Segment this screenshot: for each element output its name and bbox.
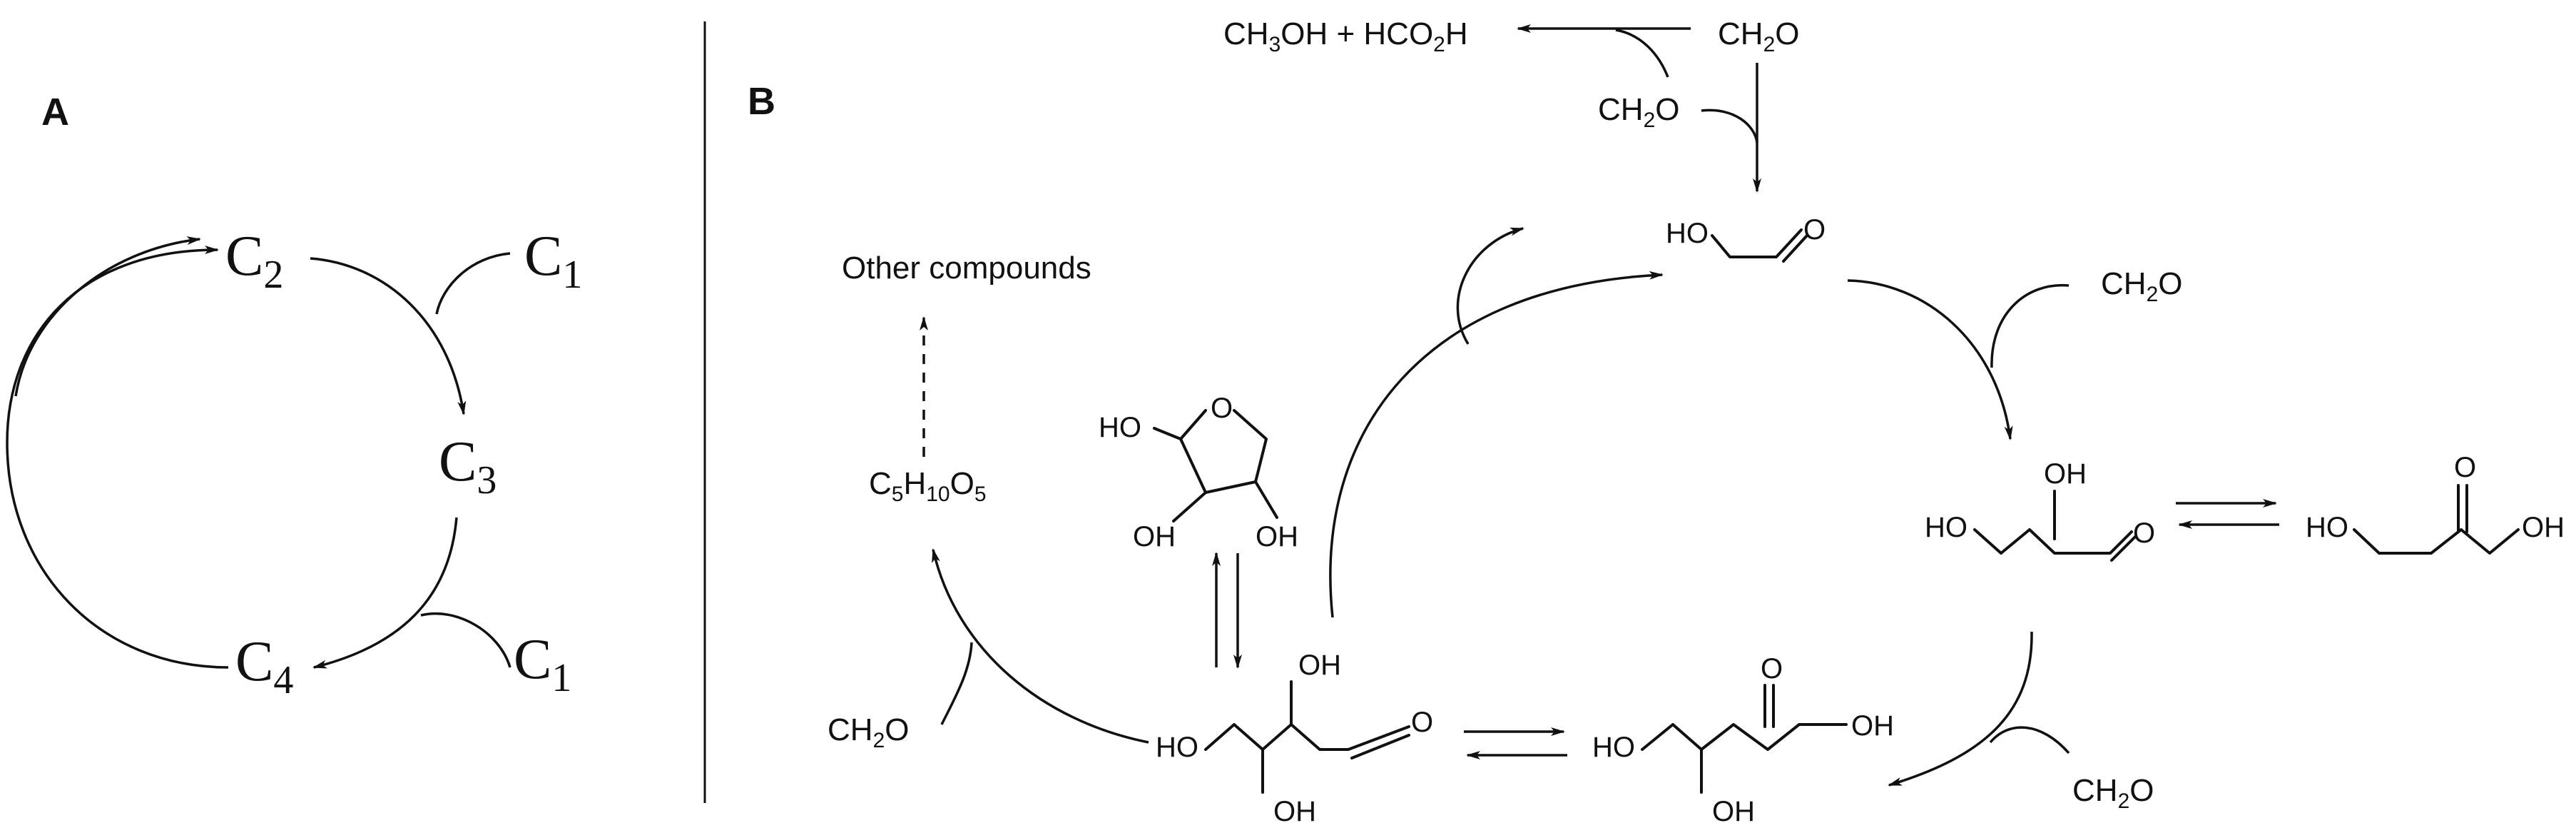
- svg-text:O: O: [2133, 518, 2155, 549]
- formaldehyde-bottom-left: CH2O: [828, 712, 909, 752]
- arrow-aldol-to-glyceraldehyde: [1847, 279, 2013, 440]
- dihydroxyacetone-structure: HO O OH: [2306, 452, 2565, 555]
- arrow-aldol-join: [1990, 283, 2070, 368]
- c1-bottom-node: C1: [514, 628, 571, 700]
- arrow-to-pentose-join: [940, 642, 973, 725]
- arrow-c1-bottom-join: [420, 612, 511, 668]
- other-compounds-label: Other compounds: [842, 251, 1091, 286]
- svg-text:HO: HO: [1156, 732, 1198, 763]
- svg-text:OH: OH: [1133, 521, 1176, 552]
- svg-text:O: O: [1803, 214, 1826, 246]
- formaldehyde-cannizzaro: CH2O: [1598, 92, 1679, 132]
- svg-text:OH: OH: [1712, 796, 1755, 827]
- panel-a-label: A: [41, 91, 69, 133]
- arrow-c1-top-join: [435, 252, 511, 315]
- pentose-formula: C5H10O5: [869, 466, 987, 506]
- svg-text:HO: HO: [1592, 732, 1635, 763]
- formaldehyde-bottom-right: CH2O: [2072, 773, 2154, 813]
- arrow-c2-to-c3: [310, 257, 467, 415]
- svg-text:OH: OH: [1256, 521, 1298, 552]
- svg-text:HO: HO: [1099, 412, 1141, 443]
- svg-text:OH: OH: [2522, 512, 2565, 543]
- formaldehyde-top: CH2O: [1718, 16, 1799, 56]
- arrow-cannizzaro-join: [1615, 29, 1669, 78]
- svg-text:HO: HO: [1925, 512, 1967, 543]
- c4-node: C4: [235, 630, 293, 702]
- arrow-c3-to-c4: [312, 517, 458, 669]
- cannizzaro-products: CH3OH + HCO2H: [1223, 16, 1468, 56]
- arrow-to-pentose: [932, 548, 1149, 744]
- svg-text:O: O: [1211, 393, 1233, 424]
- arrow-c4-to-c2-inner: [14, 236, 201, 397]
- svg-text:HO: HO: [1666, 218, 1709, 249]
- svg-text:OH: OH: [1298, 650, 1341, 681]
- furanose-structure: HO O OH OH: [1099, 393, 1298, 552]
- arrow-retro-aldol-split: [1456, 227, 1524, 345]
- arrow-ch2o-dimerization-join: [1701, 108, 1758, 143]
- svg-text:OH: OH: [1851, 710, 1894, 742]
- erythrulose-structure: HO O OH OH: [1592, 653, 1894, 827]
- svg-text:O: O: [1761, 653, 1783, 685]
- svg-text:O: O: [1411, 707, 1433, 738]
- svg-text:OH: OH: [2044, 458, 2087, 490]
- glyceraldehyde-structure: HO OH O: [1925, 458, 2155, 562]
- panel-a-cycle: C2 C1 C3 C4 C1: [225, 225, 582, 702]
- svg-text:O: O: [2454, 452, 2476, 483]
- c1-top-node: C1: [524, 225, 582, 297]
- arrow-to-erythrulose-join: [1989, 726, 2070, 754]
- svg-text:OH: OH: [1273, 796, 1316, 827]
- arrow-to-erythrulose: [1888, 631, 2033, 787]
- svg-text:HO: HO: [2306, 512, 2348, 543]
- c3-node: C3: [439, 430, 497, 503]
- arrow-c4-to-c2-outer: [6, 246, 229, 669]
- erythrose-structure: HO OH O OH: [1156, 650, 1433, 827]
- formaldehyde-right: CH2O: [2101, 266, 2182, 306]
- glycolaldehyde-structure: HO O: [1666, 214, 1826, 263]
- panel-b-label: B: [748, 80, 775, 123]
- arrow-retro-aldol: [1329, 271, 1664, 618]
- c2-node: C2: [225, 225, 283, 297]
